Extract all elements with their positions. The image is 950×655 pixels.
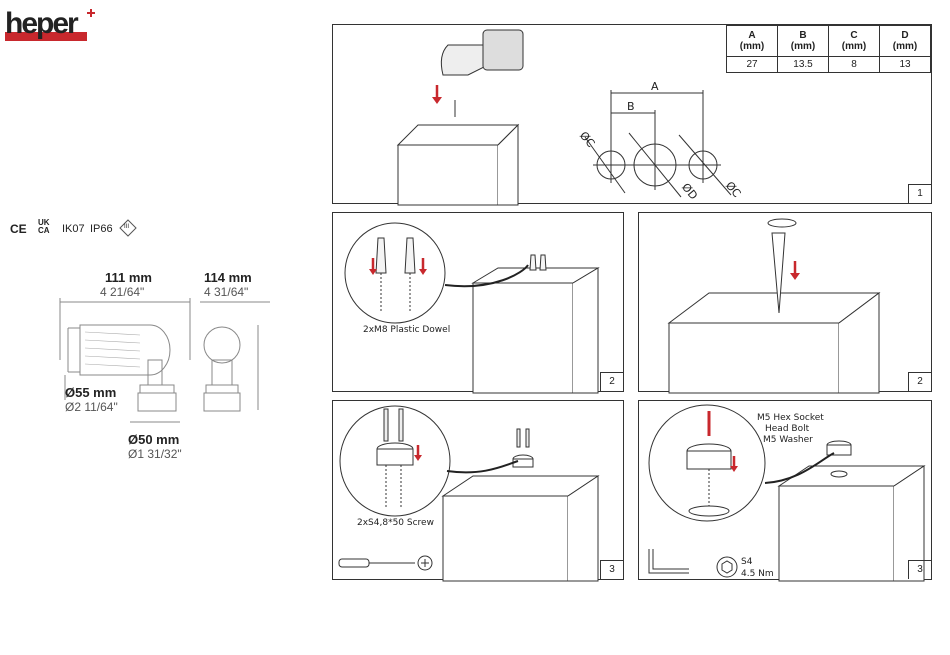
bolt-caption-2: Head Bolt — [765, 424, 809, 434]
step-panel-2a: 2xM8 Plastic Dowel 2 — [332, 212, 624, 392]
table-value-cell: 13.5 — [778, 57, 829, 73]
table-header-cell: C(mm) — [829, 26, 880, 57]
ce-mark: CE — [10, 222, 27, 236]
hex-key-icon — [649, 549, 689, 573]
base-dia-mm: Ø50 mm — [128, 432, 179, 447]
table-header-cell: D(mm) — [880, 26, 931, 57]
table-value-cell: 27 — [727, 57, 778, 73]
torque-value: 4.5 Nm — [741, 569, 774, 579]
head-dia-mm: Ø55 mm — [65, 385, 116, 400]
step-panel-2b: 2 — [638, 212, 932, 392]
screw-caption: 2xS4,8*50 Screw — [357, 518, 434, 528]
tool-size: S4 — [741, 557, 752, 567]
step-number: 2 — [908, 372, 931, 391]
table-header-cell: B(mm) — [778, 26, 829, 57]
step-panel-3b: M5 Hex Socket Head Bolt M5 Washer S4 4.5… — [638, 400, 932, 580]
base-dia-in: Ø1 31/32" — [128, 447, 182, 461]
screw-illustration — [333, 401, 625, 581]
table-header-cell: A(mm) — [727, 26, 778, 57]
bolt-caption-1: M5 Hex Socket — [757, 413, 824, 423]
ukca-mark: UK CA — [38, 219, 50, 235]
step-number: 2 — [600, 372, 623, 391]
step-number: 1 — [908, 184, 931, 203]
ik-rating: IK07 — [62, 223, 85, 235]
ip-rating: IP66 — [90, 223, 113, 235]
class-iii-icon: III — [120, 220, 136, 236]
step-number: 3 — [600, 560, 623, 579]
spike-illustration — [639, 213, 933, 393]
screwdriver-icon — [339, 556, 432, 570]
logo-text: heper — [5, 7, 77, 41]
table-value-cell: 8 — [829, 57, 880, 73]
bolt-caption-3: M5 Washer — [763, 435, 813, 445]
dimension-drawing: 111 mm 4 21/64" 114 mm 4 31/64" — [0, 260, 300, 470]
dowel-caption: 2xM8 Plastic Dowel — [363, 325, 450, 335]
dowel-illustration — [333, 213, 625, 393]
brand-logo: heper — [5, 6, 100, 44]
step-number: 3 — [908, 560, 931, 579]
step-panel-3a: 2xS4,8*50 Screw 3 — [332, 400, 624, 580]
table-value-cell: 13 — [880, 57, 931, 73]
label-a: A — [651, 80, 659, 93]
hex-nut-icon — [717, 557, 737, 577]
head-dia-in: Ø2 11/64" — [65, 400, 118, 414]
label-b: B — [627, 100, 635, 113]
